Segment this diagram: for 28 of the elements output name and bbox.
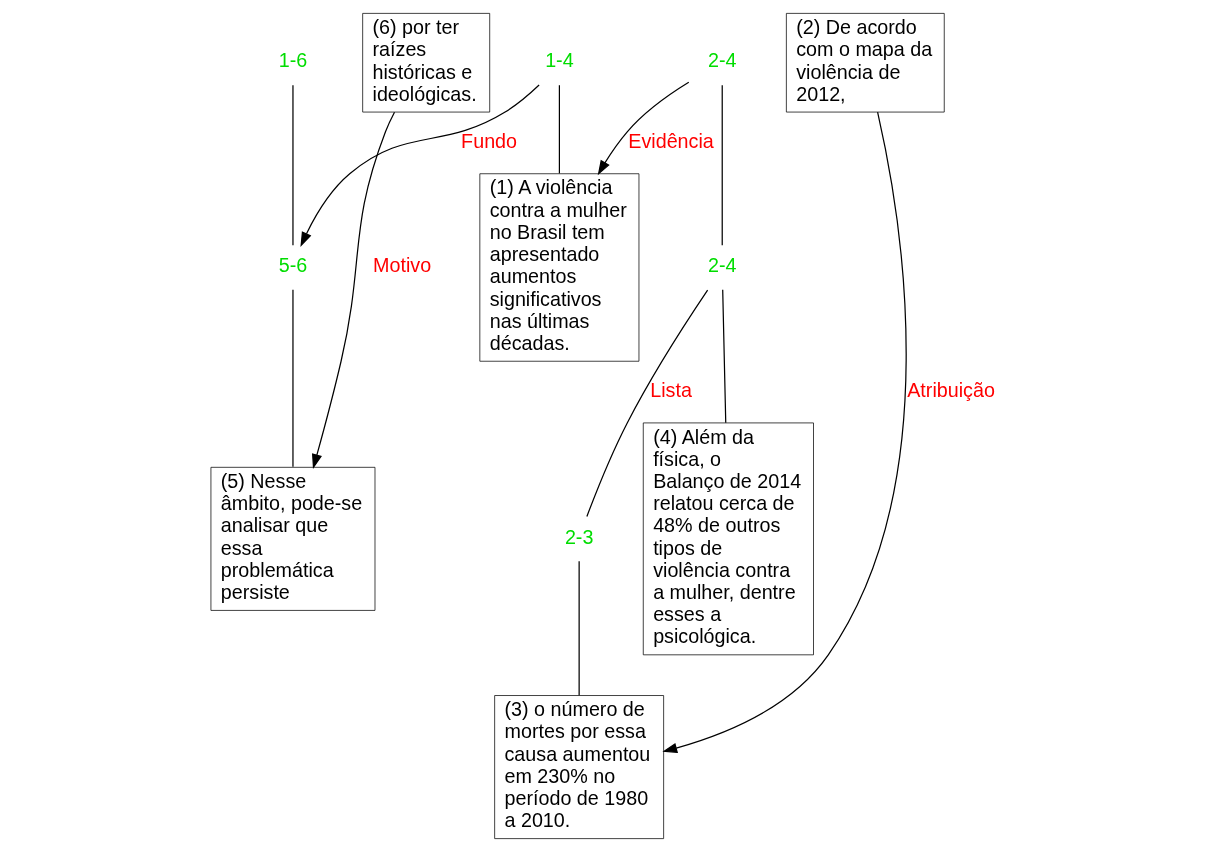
node-box: (4) Além da física, o Balanço de 2014 relatou cerca de 48% de outros tipos de violência contra a mulher, dentre esses a psicológica. <box>642 422 814 656</box>
edge-label: Atribuição <box>906 378 995 401</box>
connector <box>721 84 723 246</box>
arrow <box>299 84 540 247</box>
connector <box>585 289 708 518</box>
connector <box>291 84 294 246</box>
node-text: 2-3 <box>564 525 593 548</box>
edge-label: Evidência <box>627 129 714 152</box>
arrow <box>661 111 907 753</box>
node-text: 1-6 <box>278 49 307 72</box>
node-text: 2-4 <box>707 49 736 72</box>
connector <box>558 84 560 174</box>
node-box: (6) por ter raízes históricas e ideológicas. <box>361 13 490 113</box>
node-text: 1-4 <box>544 49 574 72</box>
edge-label: Fundo <box>460 129 517 152</box>
connector <box>721 289 726 424</box>
connector <box>291 289 294 468</box>
connector <box>578 560 580 696</box>
node-box: (2) De acordo com o mapa da violência de 2012, <box>785 13 945 113</box>
node-box: (5) Nesse âmbito, pode-se analisar que essa problemática persiste <box>210 466 375 611</box>
node-box: (3) o número de mortes por essa causa aumentou em 230% no período de 1980 a 2010. <box>493 695 664 839</box>
arrow <box>311 111 395 469</box>
node-box: (1) A violência contra a mulher no Brasil tem apresentado aumentos significativos nas últimas décadas. <box>478 173 639 362</box>
edge-label: Motivo <box>372 254 431 277</box>
node-text: 2-4 <box>707 254 736 277</box>
node-text: 5-6 <box>278 254 307 277</box>
edge-label: Lista <box>649 378 692 401</box>
arrow <box>597 81 689 176</box>
